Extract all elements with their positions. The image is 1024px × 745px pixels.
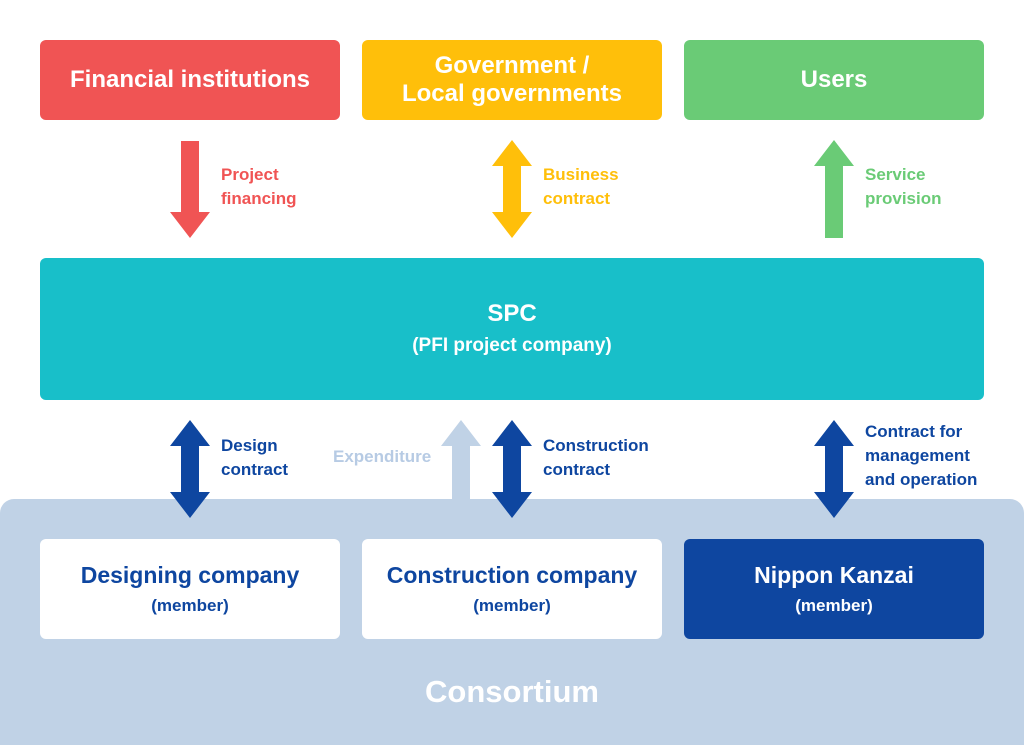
construction-company-subtitle: (member) [473,596,551,615]
expenditure-label: Expenditure [333,447,432,466]
users-node: Users [684,40,984,120]
service-provision-label: Service provision [865,165,942,208]
project-financing-label: Project financing [221,165,297,208]
management-contract-label: Contract for management and operation [865,422,978,489]
government-label-line1: Government / [434,52,590,79]
construction-company-title: Construction company [386,562,638,588]
nippon-kanzai-node: Nippon Kanzai (member) [684,539,984,639]
business-contract-arrow [492,140,532,238]
nippon-kanzai-title: Nippon Kanzai [754,562,914,588]
consortium-label: Consortium [425,674,599,709]
business-contract-label: Business contract [543,165,619,208]
construction-contract-arrow [492,420,532,518]
users-label: Users [800,66,868,93]
spc-title: SPC [487,300,537,327]
government-node: Government / Local governments [362,40,662,120]
construction-contract-label: Construction contract [543,436,649,479]
spc-node: SPC (PFI project company) [40,258,984,400]
management-contract-arrow [814,420,854,518]
government-label-line2: Local governments [401,80,623,107]
designing-company-node: Designing company (member) [40,539,340,639]
design-contract-arrow [170,420,210,518]
designing-company-title: Designing company [80,562,300,588]
project-financing-arrow [170,141,210,238]
designing-company-subtitle: (member) [151,596,229,615]
financial-institutions-node: Financial institutions [40,40,340,120]
financial-institutions-label: Financial institutions [69,66,310,93]
service-provision-arrow [814,140,854,238]
expenditure-arrow [441,420,481,500]
design-contract-label: Design contract [221,436,289,479]
spc-subtitle: (PFI project company) [412,335,612,356]
construction-company-node: Construction company (member) [362,539,662,639]
nippon-kanzai-subtitle: (member) [795,596,873,615]
